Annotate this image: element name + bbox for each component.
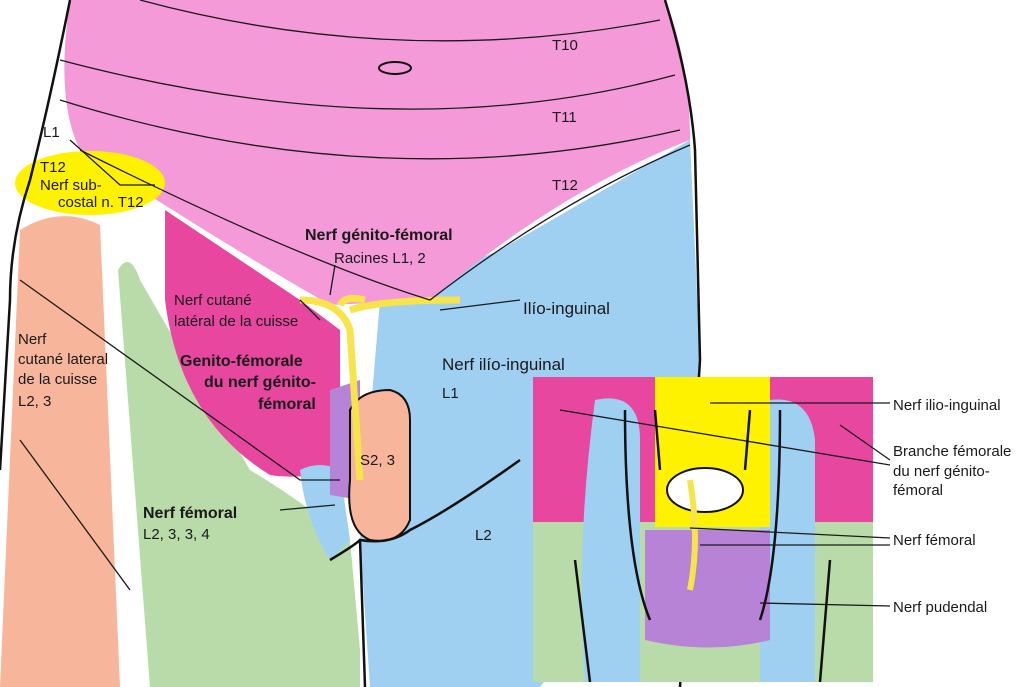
- region-peach-scrotum: [348, 388, 411, 542]
- label-cutane-lat-2: latéral de la cuisse: [174, 313, 298, 330]
- inset-label-branche-3: fémoral: [893, 482, 943, 499]
- label-t11: T11: [552, 109, 577, 126]
- label-nerf-ilio-inguinal: Nerf ilío-inguinal: [442, 355, 565, 374]
- main-figure: [0, 0, 702, 687]
- label-l1-top: L1: [43, 124, 60, 141]
- inset-label-ilio-inguinal: Nerf ilio-inguinal: [893, 397, 1001, 414]
- leader-lines: [19, 139, 521, 591]
- label-left-cutane-4: L2, 3: [18, 393, 51, 410]
- label-left-cutane-1: Nerf: [18, 331, 47, 348]
- label-l1: L1: [442, 385, 459, 402]
- label-femoral-1: Nerf fémoral: [143, 505, 237, 522]
- label-ilio-inguinal: Ilío-inguinal: [523, 299, 610, 318]
- label-gf-branch-2: du nerf génito-: [204, 374, 316, 391]
- inset-label-pudendal: Nerf pudendal: [893, 599, 987, 616]
- label-racines: Racines L1, 2: [334, 250, 426, 267]
- label-gf-branch-1: Genito-fémorale: [180, 353, 303, 370]
- region-green-thigh: [118, 262, 360, 687]
- label-cutane-lat-1: Nerf cutané: [174, 292, 252, 309]
- inset-figure: [533, 377, 891, 683]
- label-subcostal-1: Nerf sub-: [40, 177, 102, 194]
- inset-leader-lines: [559, 402, 891, 607]
- abdomen-contours: [59, 0, 691, 301]
- inset-labels: Nerf ilio-inguinal Branche fémorale du n…: [893, 397, 1011, 616]
- label-genitofemoral-title: Nerf génito-fémoral: [305, 227, 453, 244]
- label-l2: L2: [475, 527, 492, 544]
- label-t12-side: T12: [40, 159, 66, 176]
- label-t12: T12: [552, 177, 578, 194]
- label-femoral-2: L2, 3, 3, 4: [143, 526, 210, 543]
- region-pink-abdomen: [64, 0, 690, 305]
- label-t10: T10: [552, 37, 578, 54]
- region-peach-left-thigh: [0, 216, 120, 687]
- region-magenta-thigh: [165, 210, 340, 477]
- body-outline: [0, 0, 702, 687]
- label-gf-branch-3: fémoral: [258, 396, 316, 413]
- inset-label-femoral: Nerf fémoral: [893, 532, 976, 549]
- region-yellow-subcostal: [15, 151, 165, 215]
- navel: [378, 61, 412, 75]
- nerve-yellow-genitofemoral: [299, 294, 461, 481]
- inset-label-branche-2: du nerf génito-: [893, 463, 990, 480]
- label-s23: S2, 3: [360, 452, 395, 469]
- inset-glans: [666, 467, 744, 513]
- label-left-cutane-3: de la cuisse: [18, 371, 97, 388]
- inset-label-branche-1: Branche fémorale: [893, 443, 1011, 460]
- label-left-cutane-2: cutané lateral: [18, 351, 108, 368]
- main-labels: T10 T11 T12 L1 T12 Nerf sub- costal n. T…: [18, 37, 610, 544]
- label-subcostal-2: costal n. T12: [58, 194, 144, 211]
